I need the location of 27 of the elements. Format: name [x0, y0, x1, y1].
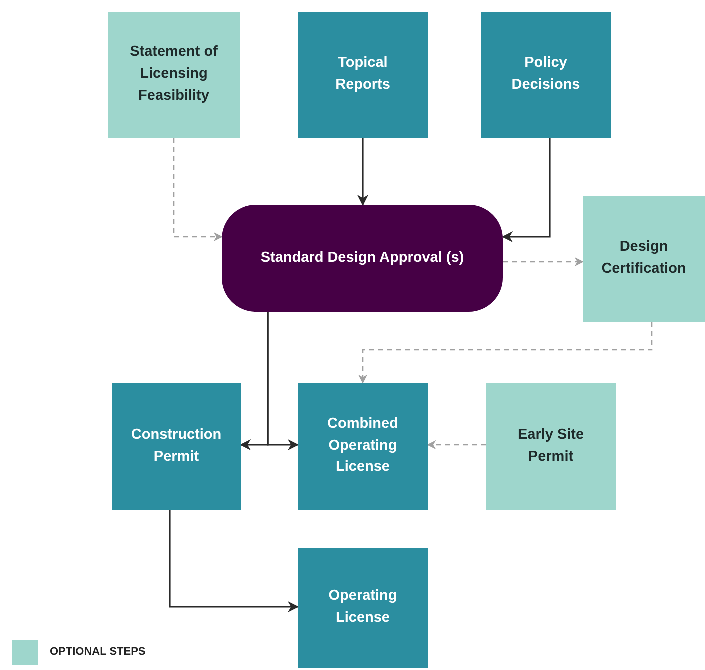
arrow — [267, 312, 300, 451]
arrow — [173, 138, 223, 242]
step-label: Topical Reports — [334, 54, 392, 95]
arrow — [502, 138, 551, 243]
optional-step-box — [108, 12, 240, 138]
step-label: Construction Permit — [130, 426, 223, 466]
arrow — [357, 138, 369, 206]
arrow — [358, 322, 653, 384]
optional-step-box — [583, 196, 705, 322]
step-label: Early Site Permit — [516, 426, 586, 466]
process-box — [112, 383, 241, 510]
process-box — [298, 12, 428, 138]
step-label: Operating License — [328, 587, 398, 628]
process-box — [298, 383, 428, 510]
approval-box — [222, 205, 503, 312]
step-label: Standard Design Approval (s) — [260, 248, 464, 268]
process-box — [481, 12, 611, 138]
step-label: Policy Decisions — [510, 54, 582, 95]
arrow — [169, 510, 300, 613]
optional-step-box — [486, 383, 616, 510]
legend-label: OPTIONAL STEPS — [50, 646, 146, 658]
arrow — [503, 257, 584, 267]
step-label: Combined Operating License — [326, 414, 400, 478]
arrow — [427, 440, 486, 450]
step-label: Statement of Licensing Feasibility — [129, 43, 219, 106]
step-label: Design Certification — [601, 238, 687, 279]
process-box — [298, 548, 428, 668]
